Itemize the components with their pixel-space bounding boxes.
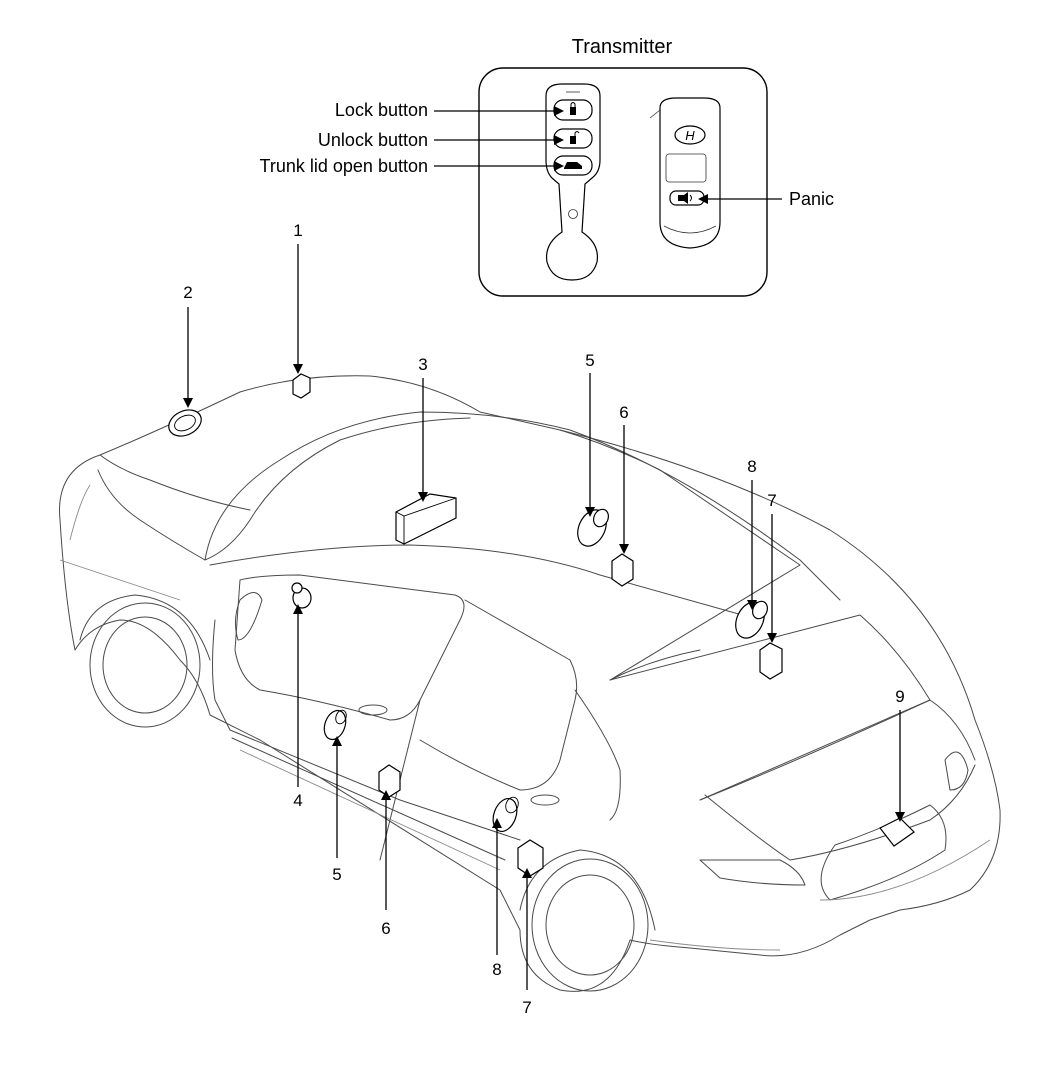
component-6-rear: 6 xyxy=(611,403,634,587)
callout-3: 3 xyxy=(418,355,427,374)
key-fob-back: H xyxy=(649,97,721,249)
unlock-button[interactable] xyxy=(553,128,593,149)
component-4: 4 xyxy=(291,582,312,810)
horn-icon xyxy=(678,192,692,204)
car-body-outline xyxy=(59,375,1001,992)
panic-button-label: Panic xyxy=(789,189,834,209)
callout-1: 1 xyxy=(293,221,302,240)
callout-7-top: 7 xyxy=(767,491,776,510)
component-7-front: 7 xyxy=(517,839,544,1017)
component-1: 1 xyxy=(292,221,311,399)
key-fob-front xyxy=(545,83,601,281)
lock-icon xyxy=(570,102,576,115)
callout-6-bottom: 6 xyxy=(381,919,390,938)
callout-9: 9 xyxy=(895,687,904,706)
callout-8-bottom: 8 xyxy=(492,960,501,979)
trunk-icon xyxy=(564,162,582,169)
transmitter-frame xyxy=(478,67,768,297)
trunk-button-label: Trunk lid open button xyxy=(260,156,428,176)
brand-logo: H xyxy=(674,125,706,145)
component-7-rear: 7 xyxy=(759,491,783,680)
component-9: 9 xyxy=(879,687,915,847)
callout-8-top: 8 xyxy=(747,457,756,476)
unlock-icon xyxy=(570,131,580,144)
lock-button[interactable] xyxy=(553,99,593,121)
callout-7-bottom: 7 xyxy=(522,998,531,1017)
callout-6-top: 6 xyxy=(619,403,628,422)
svg-text:H: H xyxy=(685,128,695,143)
component-2: 2 xyxy=(168,283,202,437)
component-3: 3 xyxy=(395,355,457,545)
transmitter-inset: Transmitter xyxy=(260,36,834,297)
callout-5-top: 5 xyxy=(585,351,594,370)
callout-4: 4 xyxy=(293,791,302,810)
panic-button[interactable] xyxy=(669,190,705,206)
transmitter-title: Transmitter xyxy=(572,36,673,58)
component-6-front: 6 xyxy=(378,764,401,938)
unlock-button-label: Unlock button xyxy=(318,130,428,150)
component-8-front: 8 xyxy=(492,796,519,979)
component-8-rear: 8 xyxy=(735,457,768,639)
callout-5-bottom: 5 xyxy=(332,865,341,884)
callout-2: 2 xyxy=(183,283,192,302)
component-5-front: 5 xyxy=(323,709,347,884)
lock-button-label: Lock button xyxy=(335,100,428,120)
component-5-rear: 5 xyxy=(577,351,609,547)
